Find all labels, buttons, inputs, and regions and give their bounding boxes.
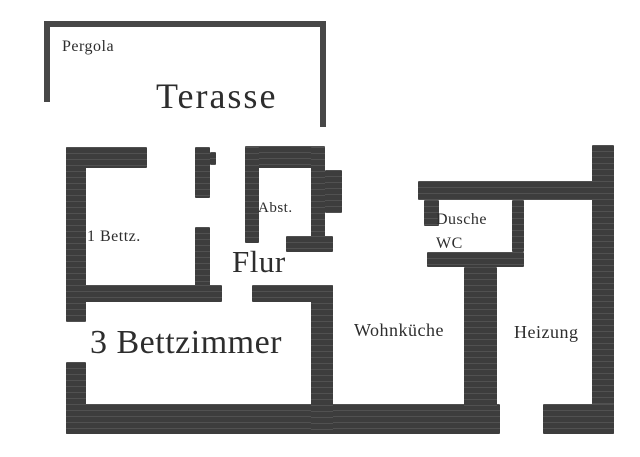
wall-dusche-left	[424, 200, 439, 226]
label-1bettz: 1 Bettz.	[87, 228, 141, 245]
terrace-outline-right	[320, 21, 326, 127]
label-flur: Flur	[232, 244, 286, 279]
wall-exterior-bottom-left	[66, 404, 500, 434]
terrace-outline-left	[44, 21, 50, 102]
wall-v-bettzimmer-wohnkueche	[311, 285, 333, 434]
terrace-outline-top	[45, 21, 326, 27]
label-abst: Abst.	[258, 200, 293, 216]
wall-exterior-bottom-right	[543, 404, 614, 434]
wall-dusche-right	[512, 200, 524, 252]
wall-h-flur-left	[66, 285, 222, 302]
wall-abst-left	[245, 147, 259, 243]
wall-v-wohnkueche-heizung	[464, 267, 497, 407]
wall-exterior-left-upper	[66, 147, 86, 322]
wall-dusche-bottom	[427, 252, 524, 267]
label-3bettzimmer: 3 Bettzimmer	[90, 324, 283, 361]
wall-divider-1bettz-flur-lower	[195, 227, 210, 302]
wall-divider-notch	[210, 152, 216, 165]
wall-divider-1bettz-flur-upper	[195, 147, 210, 198]
wall-abst-top	[245, 146, 325, 168]
label-pergola: Pergola	[62, 38, 115, 55]
wall-top-1bettz	[66, 147, 147, 168]
label-wohnkueche: Wohnküche	[354, 320, 445, 340]
label-dusche: Dusche	[436, 211, 487, 228]
wall-abst-bottom	[286, 236, 333, 252]
wall-abst-protrusion	[325, 170, 342, 213]
label-terasse: Terasse	[156, 76, 278, 116]
wall-abst-right	[311, 147, 325, 251]
wall-h-top-right	[418, 181, 614, 200]
label-wc: WC	[436, 235, 463, 252]
label-heizung: Heizung	[514, 322, 579, 342]
wall-exterior-right	[592, 145, 614, 434]
